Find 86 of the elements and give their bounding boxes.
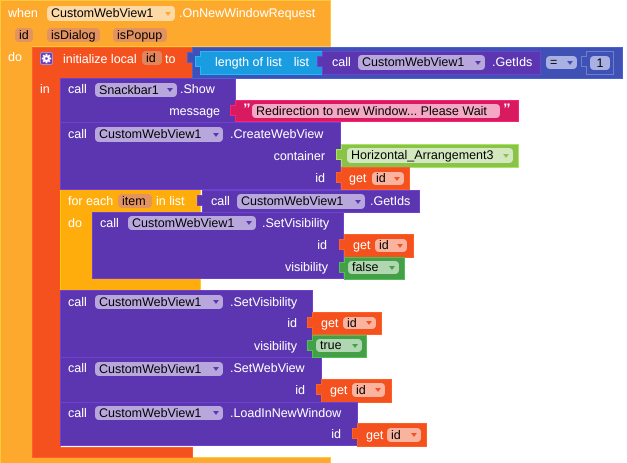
getter-block: [307, 312, 381, 334]
keyword-label: call: [68, 295, 87, 309]
method-name: .GetIds: [492, 55, 532, 69]
keyword-label: in: [40, 82, 50, 96]
input-label: visibility: [284, 260, 328, 274]
method-call-block: [60, 290, 312, 357]
dropdown-field: CustomWebView1: [237, 194, 365, 209]
method-name: .GetIds: [370, 194, 410, 208]
keyword-label: call: [100, 216, 119, 230]
keyword-label: get: [353, 238, 370, 252]
input-label: id: [287, 316, 297, 330]
comparison-block: [187, 47, 622, 78]
keyword-label: get: [330, 383, 348, 397]
method-name: .SetWebView: [230, 361, 305, 375]
input-label: id: [317, 238, 327, 252]
input-label: visibility: [254, 339, 297, 353]
keyword-label: get: [366, 428, 384, 442]
method-call-block: [197, 190, 419, 212]
keyword-label: do: [68, 216, 82, 230]
keyword-label: get: [321, 316, 338, 330]
keyword-label: initialize local: [63, 52, 137, 66]
dropdown-field: id: [375, 239, 407, 252]
dropdown-field: Snackbar1: [95, 83, 177, 97]
input-label: id: [315, 171, 325, 185]
dropdown-field: CustomWebView1: [47, 6, 175, 21]
method-call-block: [60, 122, 340, 189]
method-call-block: [60, 78, 235, 122]
dropdown-field: CustomWebView1: [95, 406, 223, 420]
dropdown-field: CustomWebView1: [95, 127, 223, 142]
input-label: list: [294, 55, 309, 69]
method-name: .SetVisibility: [262, 216, 330, 230]
keyword-label: when: [8, 6, 38, 20]
keyword-label: do: [8, 50, 22, 64]
input-label: id: [331, 427, 341, 441]
input-label: container: [274, 149, 325, 163]
dropdown-field: CustomWebView1: [128, 216, 256, 230]
dropdown-field: CustomWebView1: [358, 55, 485, 70]
method-call-block: [92, 212, 343, 278]
keyword-label: call: [68, 82, 87, 96]
keyword-label: call: [332, 55, 351, 69]
keyword-label: for each: [68, 194, 114, 208]
parameter-field: isPopup: [113, 28, 167, 42]
keyword-label: call: [68, 361, 87, 375]
keyword-label: call: [68, 127, 87, 141]
dropdown-field: id: [343, 317, 376, 329]
dropdown-field: true: [316, 339, 362, 352]
list-length-block: [195, 51, 322, 74]
parameter-field: id: [15, 28, 33, 42]
input-label: message: [169, 104, 220, 118]
method-call-block: [317, 51, 540, 74]
method-name: .SetVisibility: [230, 295, 298, 309]
getter-block: [352, 423, 426, 446]
input-label: id: [295, 383, 305, 397]
keyword-label: in list: [156, 194, 184, 208]
text-field: Redirection to new Window... Please Wait: [252, 104, 500, 118]
dropdown-field: =: [546, 56, 577, 69]
dropdown-field: false: [348, 261, 399, 274]
boolean-block: [339, 257, 404, 279]
dropdown-field: Horizontal_Arrangement3: [347, 148, 513, 163]
parameter-field: isDialog: [47, 28, 100, 42]
method-name: .LoadInNewWindow: [230, 406, 342, 420]
dropdown-field: CustomWebView1: [95, 362, 223, 376]
number-field: 1: [590, 56, 610, 70]
parameter-field: id: [142, 51, 162, 65]
getter-block: [316, 379, 391, 402]
method-name: .CreateWebView: [230, 127, 324, 141]
component-block: [336, 144, 518, 167]
boolean-block: [307, 335, 366, 357]
dropdown-field: id: [387, 428, 421, 442]
getter-block: [339, 234, 413, 257]
method-call-block: [60, 357, 321, 402]
event-name: .OnNewWindowRequest: [179, 6, 316, 20]
method-name: .Show: [180, 82, 215, 96]
dropdown-field: id: [352, 383, 385, 397]
parameter-field: item: [118, 194, 152, 208]
dropdown-field: CustomWebView1: [95, 295, 223, 309]
keyword-label: to: [165, 52, 176, 66]
number-block: [581, 51, 613, 74]
dropdown-field: id: [372, 172, 404, 185]
text-block: [230, 100, 518, 121]
keyword-label: call: [68, 406, 87, 420]
method-call-block: [60, 402, 357, 445]
keyword-label: call: [211, 194, 230, 208]
getter-block: [336, 167, 409, 189]
keyword-label: get: [349, 171, 366, 185]
keyword-label: length of list: [215, 55, 282, 69]
